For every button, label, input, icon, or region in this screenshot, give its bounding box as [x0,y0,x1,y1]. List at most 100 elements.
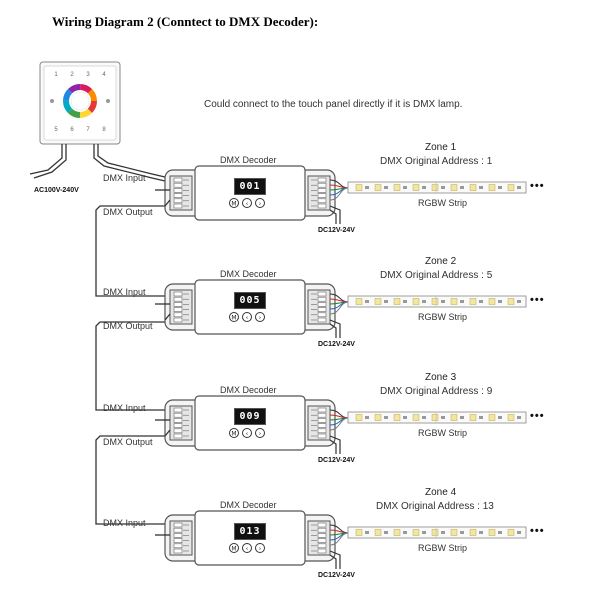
panel-right-icon [106,99,110,103]
led-chip [393,529,401,536]
panel-key-7[interactable]: 7 [86,127,90,133]
led-chip [355,414,363,421]
led-chip [431,529,439,536]
decoder-buttons: M ‹ › [229,312,265,322]
dmx-output-label: DMX Output [103,437,153,447]
strip-label: RGBW Strip [418,543,468,553]
input-terminal-block [169,289,193,325]
decoder-buttons: M‹› [229,543,265,553]
dmx-input-label: DMX Input [103,173,146,183]
strip-wires [329,524,349,546]
strip-wires [329,179,349,201]
led-chip [374,298,382,305]
panel-key-2[interactable]: 2 [70,72,74,78]
up-button[interactable] [255,198,265,208]
led-chip [355,298,363,305]
decoder-3: M‹› [155,395,527,454]
input-terminal-block [169,520,193,556]
led-chip [507,298,515,305]
rgbw-strip [347,181,527,194]
led-chip [450,414,458,421]
zone-title: Zone 3 [425,372,457,383]
led-chip [355,184,363,191]
led-chip [412,298,420,305]
led-chip [450,184,458,191]
zone-title: Zone 2 [425,256,457,267]
panel-key-3[interactable]: 3 [86,72,90,78]
output-terminal-block [307,520,331,556]
up-button[interactable] [255,428,265,438]
address-display: 009 [234,408,266,425]
menu-button[interactable] [229,428,239,438]
strip-label: RGBW Strip [418,428,468,438]
led-chip [469,184,477,191]
up-button[interactable] [255,312,265,322]
panel-number-row-bottom: 5 6 7 8 [54,127,106,133]
panel-key-8[interactable]: 8 [102,127,106,133]
power-label: DC12V-24V [318,227,355,234]
dmx-address-label: DMX Original Address : 13 [376,501,494,512]
panel-left-icon [50,99,54,103]
menu-button[interactable] [229,543,239,553]
zone-title: Zone 4 [425,487,457,498]
output-terminal-block [307,289,331,325]
dmx-output-label: DMX Output [103,321,153,331]
decoder-label: DMX Decoder [220,385,277,395]
decoder-2: M ‹ › [155,279,527,338]
led-chip [374,184,382,191]
decoder-label: DMX Decoder [220,500,277,510]
led-chip [412,529,420,536]
down-button[interactable] [242,543,252,553]
led-chip [469,298,477,305]
led-chip [469,414,477,421]
zone-title: Zone 1 [425,142,457,153]
down-button[interactable] [242,198,252,208]
decoder-1: M‹› [155,165,527,224]
strip-continuation: ••• [530,180,545,192]
power-wires [329,319,341,338]
strip-continuation: ••• [530,525,545,537]
output-wire [164,429,171,437]
menu-button-glyph: M [231,315,236,322]
strip-label: RGBW Strip [418,198,468,208]
led-chip [469,529,477,536]
decoder-label: DMX Decoder [220,155,277,165]
dmx-address-label: DMX Original Address : 5 [380,270,493,281]
menu-button[interactable] [229,312,239,322]
panel-key-5[interactable]: 5 [54,127,58,133]
up-button[interactable] [255,543,265,553]
panel-key-4[interactable]: 4 [102,72,106,78]
down-button[interactable] [242,428,252,438]
menu-button-glyph: M [231,201,236,208]
input-terminal-block [169,405,193,441]
led-chip [393,298,401,305]
panel-key-1[interactable]: 1 [54,72,58,78]
output-terminal-block [307,175,331,211]
decoder-buttons: M‹› [229,198,265,208]
up-arrow-icon: › [259,315,261,322]
led-chip [450,529,458,536]
panel-key-6[interactable]: 6 [70,127,74,133]
led-chip [507,414,515,421]
led-chip [450,298,458,305]
led-chip [412,184,420,191]
strip-wires [329,409,349,431]
strip-wires [329,293,349,315]
output-terminal-block [307,405,331,441]
down-arrow-icon: ‹ [246,315,248,322]
strip-continuation: ••• [530,410,545,422]
menu-button[interactable] [229,198,239,208]
led-chip [488,414,496,421]
decoder-4: M‹› [155,510,527,569]
menu-button-glyph: M [231,546,236,553]
dmx-input-label: DMX Input [103,287,146,297]
led-chip [431,184,439,191]
dmx-chain-wires [95,205,165,525]
decoder-buttons: M‹› [229,428,265,438]
led-chip [488,529,496,536]
strip-label: RGBW Strip [418,312,468,322]
down-button[interactable] [242,312,252,322]
touch-panel: 1 2 3 4 5 6 7 8 [39,61,121,145]
diagram-title: Wiring Diagram 2 (Conntect to DMX Decode… [52,14,319,29]
